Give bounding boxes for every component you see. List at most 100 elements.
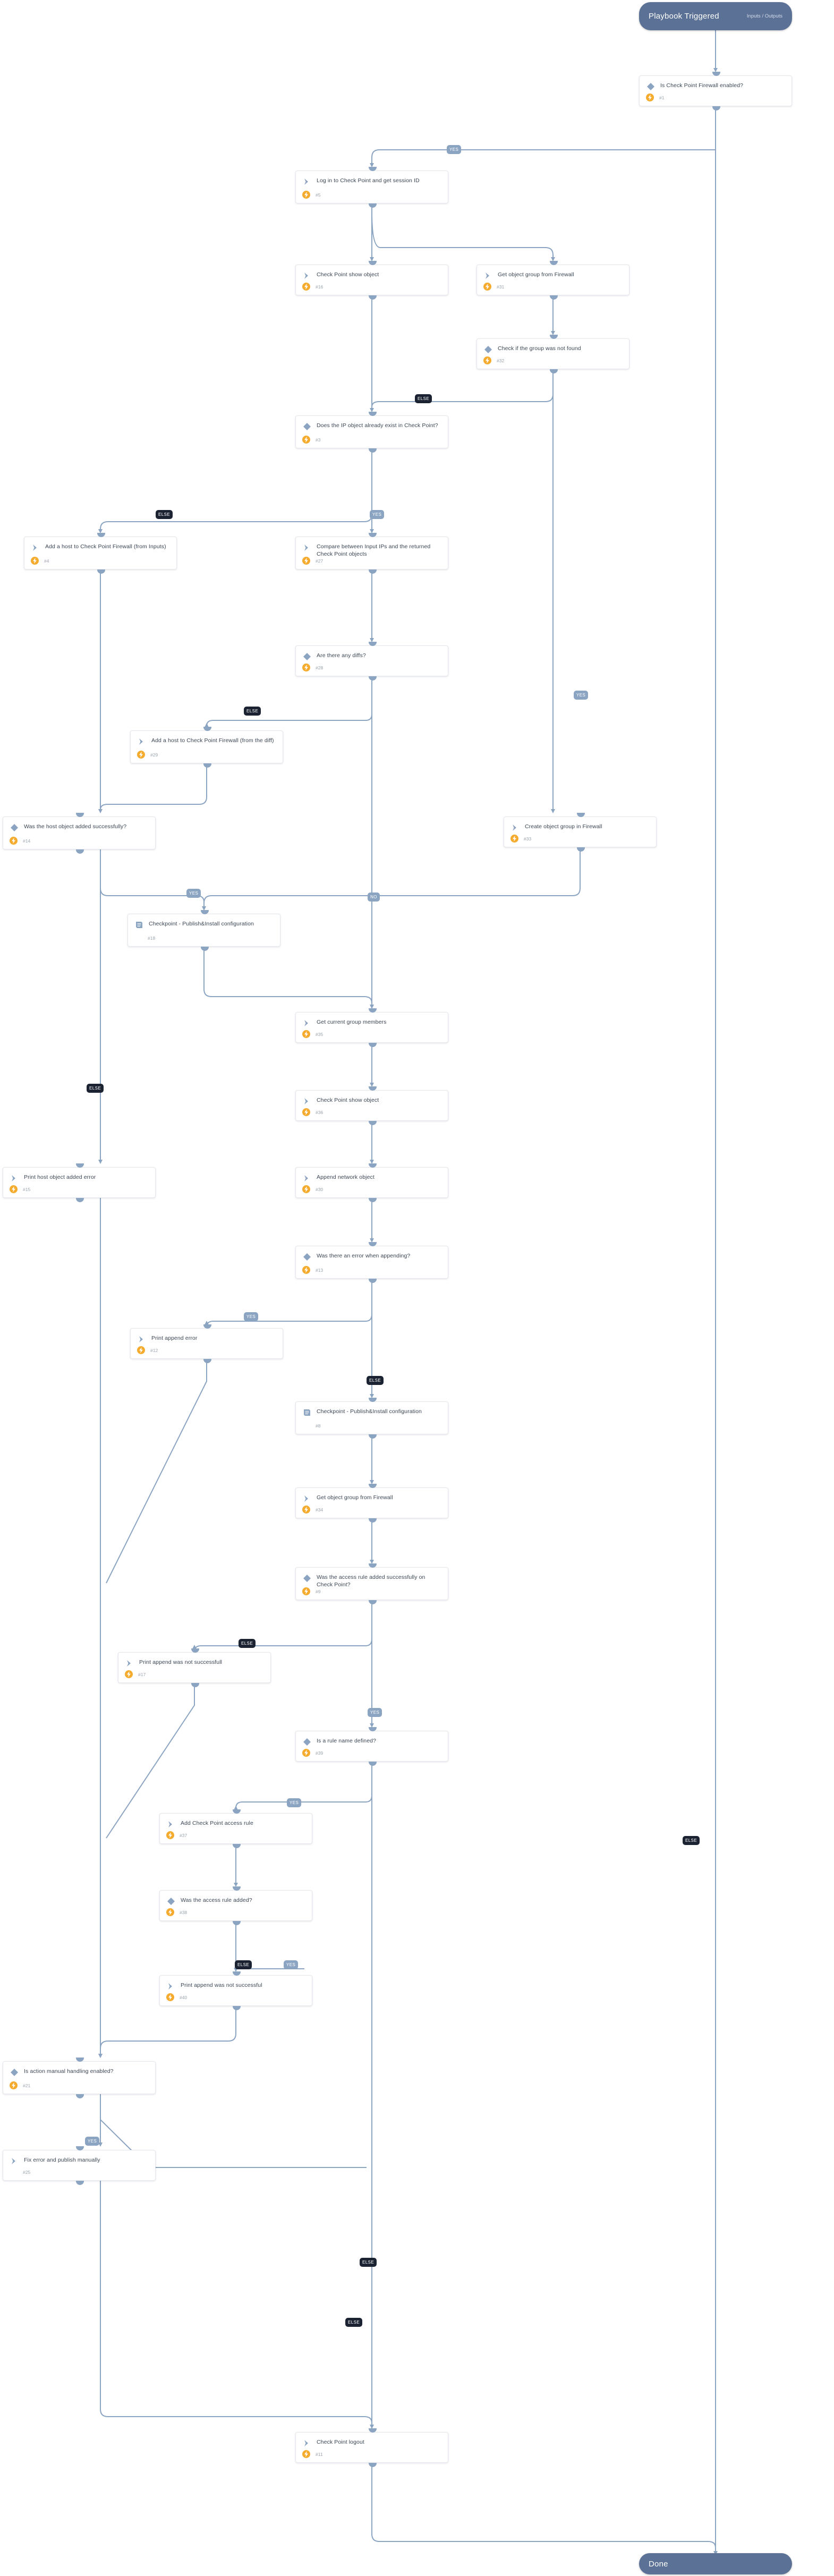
node-label: Get object group from Firewall [498, 271, 574, 278]
node-output-port [368, 1043, 377, 1047]
node-id: #1 [659, 95, 665, 100]
node-input-port [368, 642, 377, 646]
playbook-node-36[interactable]: Check Point show object #36 [295, 1086, 448, 1125]
diamond-icon [166, 1897, 176, 1906]
playbook-node-34[interactable]: Get object group from Firewall#34 [295, 1484, 448, 1523]
done-terminal[interactable]: Done [639, 2553, 792, 2574]
playbook-node-29[interactable]: Add a host to Check Point Firewall (from… [130, 727, 283, 768]
book-icon [302, 1408, 312, 1417]
automation-bolt-icon [302, 1030, 310, 1038]
diamond-icon [302, 1738, 312, 1746]
playbook-node-13[interactable]: Was there an error when appending?#13 [295, 1242, 448, 1283]
node-output-port [368, 1518, 377, 1523]
chevron-icon [302, 1019, 312, 1027]
node-input-port [75, 2058, 84, 2062]
node-id: #36 [316, 1109, 324, 1115]
automation-bolt-icon [510, 835, 518, 843]
node-input-port [368, 533, 377, 537]
node-input-port [368, 1086, 377, 1091]
automation-bolt-icon [10, 1185, 18, 1193]
node-output-port [368, 676, 377, 681]
playbook-node-15[interactable]: Print host object added error#15 [3, 1163, 156, 1202]
automation-bolt-icon [31, 557, 39, 565]
book-icon [134, 921, 144, 929]
playbook-node-31[interactable]: Get object group from Firewall #31 [476, 261, 629, 300]
chevron-icon [302, 1097, 312, 1106]
node-output-port [368, 2463, 377, 2467]
playbook-node-5[interactable]: Log in to Check Point and get session ID… [295, 167, 448, 208]
playbook-node-11[interactable]: Check Point logout#11 [295, 2428, 448, 2467]
node-id: #18 [148, 935, 156, 941]
node-label: Is action manual handling enabled? [24, 2068, 114, 2075]
playbook-node-4[interactable]: Add a host to Check Point Firewall (from… [24, 533, 177, 574]
automation-bolt-icon [302, 1506, 310, 1514]
automation-bolt-icon [137, 1346, 145, 1354]
playbook-triggered-terminal[interactable]: Playbook Triggered Inputs / Outputs [639, 2, 792, 30]
node-label: Log in to Check Point and get session ID [317, 177, 420, 184]
node-output-port [368, 448, 377, 453]
playbook-node-3[interactable]: Does the IP object already exist in Chec… [295, 412, 448, 453]
node-label: Was the access rule added successfully o… [317, 1574, 425, 1588]
node-label: Check Point show object [317, 1097, 379, 1103]
node-input-port [549, 335, 558, 339]
node-output-port [368, 1762, 377, 1766]
playbook-node-38[interactable]: Was the access rule added? #38 [159, 1886, 312, 1925]
node-id: #30 [316, 1186, 324, 1192]
node-input-port [200, 910, 209, 914]
playbook-node-17[interactable]: Print append was not successfull#17 [118, 1648, 271, 1687]
playbook-node-18[interactable]: Checkpoint - Publish&Install configurati… [127, 910, 280, 951]
playbook-node-37[interactable]: Add Check Point access rule#37 [159, 1809, 312, 1848]
node-input-port [75, 1163, 84, 1168]
node-output-port [75, 849, 84, 854]
edge-label-else: ELSE [415, 394, 432, 403]
edge-label-yes: YES [370, 510, 385, 519]
playbook-node-35[interactable]: Get current group members#35 [295, 1008, 448, 1047]
playbook-node-32[interactable]: Check if the group was not found#32 [476, 335, 629, 373]
node-output-port [75, 2094, 84, 2098]
node-output-port [97, 569, 105, 574]
edge-label-else: ELSE [683, 1836, 700, 1845]
playbook-node-16[interactable]: Check Point show object#16 [295, 261, 448, 300]
edge-label-yes: YES [574, 691, 589, 700]
playbook-node-25[interactable]: Fix error and publish manually#25 [3, 2146, 156, 2185]
node-id: #38 [180, 1909, 188, 1915]
node-id: #31 [497, 284, 505, 290]
node-output-port [232, 2006, 241, 2010]
node-label: Was the access rule added? [181, 1897, 252, 1903]
playbook-node-39[interactable]: Is a rule name defined?#39 [295, 1727, 448, 1766]
node-output-port [368, 1279, 377, 1283]
playbook-node-12[interactable]: Print append error#12 [130, 1324, 283, 1363]
node-output-port [368, 1600, 377, 1604]
node-input-port [368, 1163, 377, 1168]
start-inputs-outputs-link[interactable]: Inputs / Outputs [746, 13, 782, 19]
playbook-node-28[interactable]: Are there any diffs?#28 [295, 642, 448, 681]
automation-bolt-icon [302, 1185, 310, 1193]
node-label: Print host object added error [24, 1174, 96, 1180]
playbook-node-27[interactable]: Compare between Input IPs and the return… [295, 533, 448, 574]
playbook-node-40[interactable]: Print append was not successful#40 [159, 1971, 312, 2010]
playbook-node-33[interactable]: Create object group in Firewall#33 [504, 813, 657, 852]
node-id: #21 [23, 2082, 31, 2088]
playbook-node-14[interactable]: Was the host object added successfully?#… [3, 813, 156, 854]
node-input-port [368, 261, 377, 265]
node-output-port [368, 1434, 377, 1439]
node-label: Check if the group was not found [498, 345, 581, 352]
node-label: Is a rule name defined? [317, 1738, 377, 1744]
node-output-port [191, 1683, 199, 1687]
node-label: Check Point logout [317, 2439, 364, 2445]
node-input-port [368, 412, 377, 416]
node-input-port [203, 727, 211, 731]
playbook-node-21[interactable]: Is action manual handling enabled? #21 [3, 2058, 156, 2098]
playbook-node-30[interactable]: Append network object#30 [295, 1163, 448, 1202]
node-output-port [576, 847, 585, 852]
node-label: Create object group in Firewall [525, 823, 602, 830]
chevron-icon [302, 177, 312, 186]
node-input-port [712, 72, 720, 76]
playbook-node-1[interactable]: Is Check Point Firewall enabled?#1 [639, 72, 792, 110]
playbook-node-9[interactable]: Was the access rule added successfully o… [295, 1563, 448, 1604]
automation-bolt-icon [302, 557, 310, 565]
playbook-node-8[interactable]: Checkpoint - Publish&Install configurati… [295, 1398, 448, 1439]
node-output-port [203, 1359, 211, 1363]
